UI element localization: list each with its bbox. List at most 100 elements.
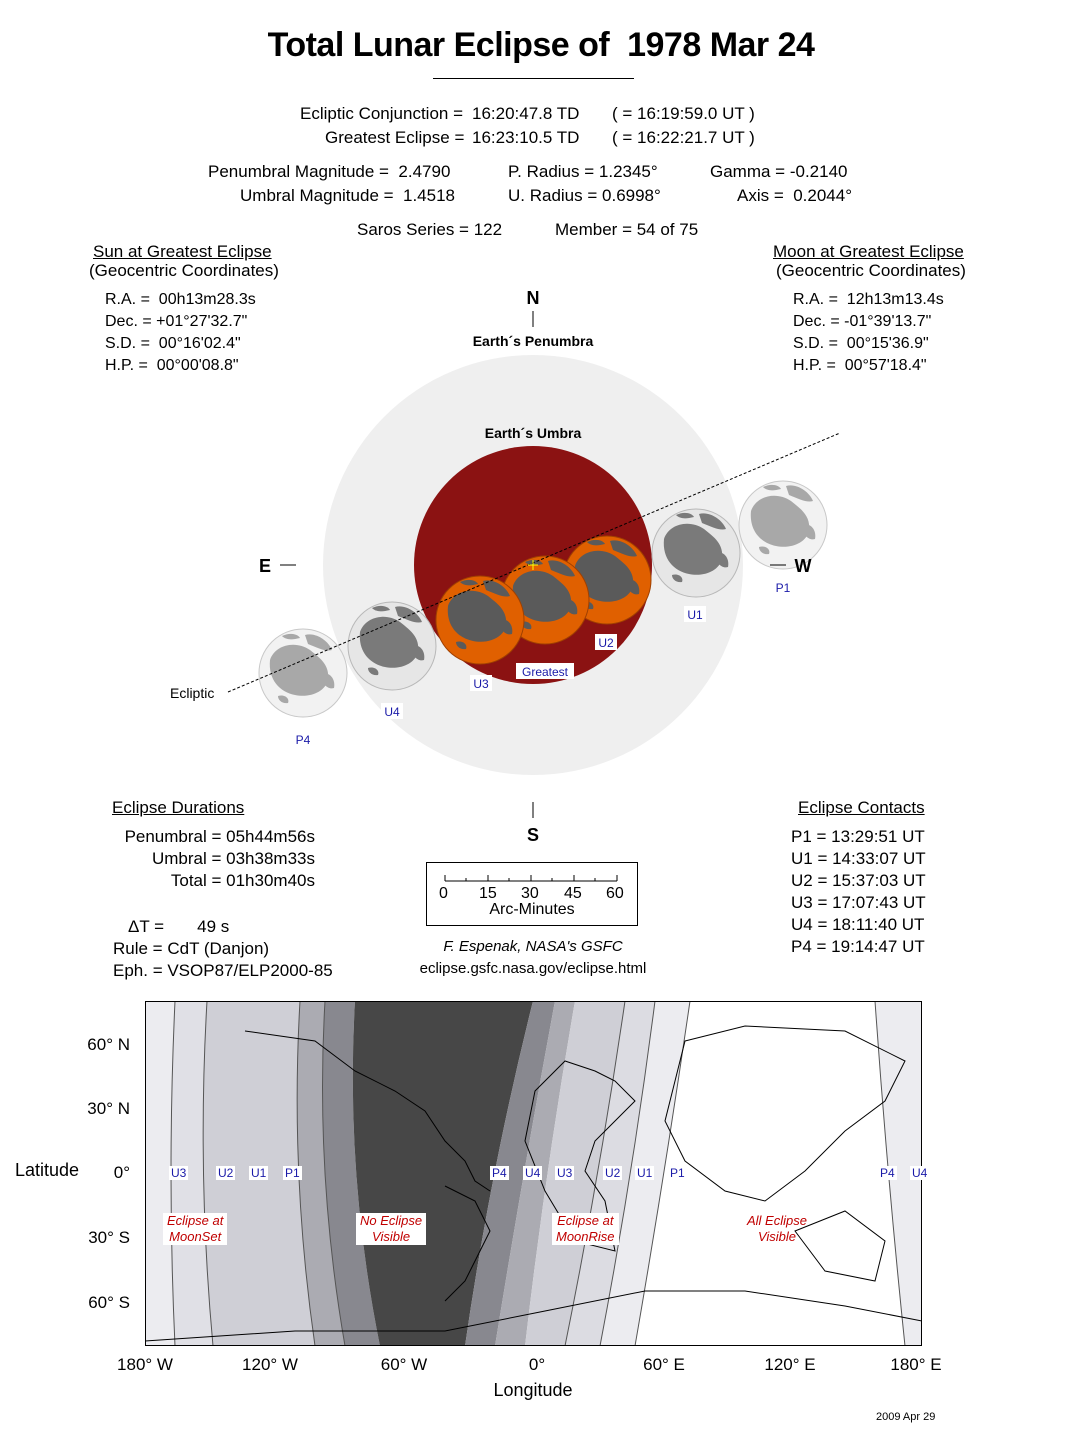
scale-tick-45: 45	[564, 885, 582, 902]
lon-tick-120e: 120° E	[764, 1355, 816, 1374]
umbra-center-cross	[528, 560, 538, 570]
contact-p1: P1 = 13:29:51 UT	[791, 827, 925, 846]
conjunction-ut: ( = 16:19:59.0 UT )	[612, 104, 755, 123]
map-label-u3-e: U3	[555, 1166, 575, 1180]
moon-p1	[738, 480, 828, 570]
penumbral-magnitude: Penumbral Magnitude = 2.4790	[208, 162, 451, 181]
map-label-u4-e: U4	[523, 1166, 543, 1180]
map-band-p4-west	[145, 1001, 175, 1346]
region-moonset: Eclipse at MoonSet	[163, 1213, 228, 1245]
conjunction-label: Ecliptic Conjunction =	[300, 104, 464, 123]
p-radius: P. Radius = 1.2345°	[508, 162, 658, 181]
ecliptic-label: Ecliptic	[170, 685, 214, 701]
lon-tick-180e: 180° E	[890, 1355, 942, 1374]
scale-tick-0: 0	[439, 885, 448, 902]
scale-tick-15: 15	[479, 885, 497, 902]
label-u2: U2	[598, 636, 614, 650]
region-no-eclipse: No Eclipse Visible	[356, 1213, 427, 1245]
map-label-p4-e: P4	[490, 1166, 509, 1180]
lon-tick-60w: 60° W	[380, 1355, 428, 1374]
title-divider	[433, 78, 634, 79]
durations-heading: Eclipse Durations	[112, 798, 245, 817]
west-label: W	[795, 556, 812, 576]
moon-heading: Moon at Greatest Eclipse	[773, 242, 964, 261]
moon-ra: R.A. = 12h13m13.4s	[793, 291, 944, 308]
moon-u3	[435, 575, 525, 665]
moon-subheading: (Geocentric Coordinates)	[776, 261, 966, 280]
map-label-u1-e: U1	[635, 1166, 655, 1180]
duration-penumbral: Penumbral = 05h44m56s	[124, 827, 315, 846]
duration-umbral: Umbral = 03h38m33s	[151, 849, 315, 868]
label-p1: P1	[776, 581, 791, 595]
credit-url[interactable]: eclipse.gsfc.nasa.gov/eclipse.html	[419, 960, 647, 977]
contact-u2: U2 = 15:37:03 UT	[791, 871, 926, 890]
lon-tick-180w: 180° W	[117, 1355, 173, 1374]
u-radius: U. Radius = 0.6998°	[508, 186, 661, 205]
ecliptic-line	[227, 432, 841, 693]
footer-date: 2009 Apr 29	[876, 1411, 936, 1423]
saros-member: Member = 54 of 75	[555, 220, 699, 239]
umbra-label: Earth´s Umbra	[485, 425, 582, 441]
map-label-u2-e: U2	[603, 1166, 623, 1180]
label-u3: U3	[473, 677, 489, 691]
axis: Axis = 0.2044°	[737, 186, 853, 205]
map-label-p4-far: P4	[878, 1166, 897, 1180]
contact-p4: P4 = 19:14:47 UT	[791, 937, 925, 956]
contact-u4: U4 = 18:11:40 UT	[791, 915, 925, 934]
umbral-magnitude: Umbral Magnitude = 1.4518	[240, 186, 455, 205]
greatest-ut: ( = 16:22:21.7 UT )	[612, 128, 755, 147]
moon-hp: H.P. = 00°57'18.4"	[793, 357, 927, 374]
scale-bar	[444, 875, 618, 882]
map-band-p4-east	[875, 1001, 922, 1346]
map-label-u1-w: U1	[249, 1166, 269, 1180]
label-u4: U4	[384, 705, 400, 719]
map-band-u4-u3-west	[171, 1001, 213, 1346]
scale-box: 0 15 30 45 60 Arc-Minutes	[426, 862, 638, 926]
contact-u1: U1 = 14:33:07 UT	[791, 849, 926, 868]
label-p4: P4	[296, 733, 311, 747]
visibility-map	[145, 1001, 922, 1346]
moon-sd: S.D. = 00°15'36.9"	[793, 335, 929, 352]
greatest-td: 16:23:10.5 TD	[472, 128, 580, 147]
map-label-u4-far: U4	[910, 1166, 930, 1180]
eclipse-diagram: N S E W Earth´s Penumbra Earth´s Umbra E…	[170, 288, 841, 845]
map-band-no-eclipse	[352, 1001, 533, 1346]
lon-tick-0: 0°	[528, 1355, 546, 1374]
sun-hp: H.P. = 00°00'08.8"	[105, 357, 239, 374]
page-title: Total Lunar Eclipse of 1978 Mar 24	[267, 26, 815, 64]
gamma: Gamma = -0.2140	[710, 162, 848, 181]
label-u1: U1	[687, 608, 703, 622]
lon-tick-60e: 60° E	[643, 1355, 685, 1374]
east-label: E	[259, 556, 271, 576]
delta-t: ΔT = 49 s	[128, 917, 230, 936]
ephemeris: Eph. = VSOP87/ELP2000-85	[113, 961, 333, 980]
north-label: N	[527, 288, 540, 308]
scale-tick-60: 60	[606, 885, 624, 902]
region-all-eclipse: All Eclipse Visible	[747, 1213, 807, 1244]
region-moonrise: Eclipse at MoonRise	[552, 1213, 619, 1245]
contact-u3: U3 = 17:07:43 UT	[791, 893, 926, 912]
map-label-p1-e: P1	[668, 1166, 687, 1180]
map-label-u3-w: U3	[169, 1166, 189, 1180]
penumbra-label: Earth´s Penumbra	[473, 333, 594, 349]
moon-dec: Dec. = -01°39'13.7"	[793, 313, 932, 330]
lat-tick-30s: 30° S	[88, 1228, 130, 1247]
sun-dec: Dec. = +01°27'32.7"	[105, 313, 248, 330]
map-xlabel: Longitude	[493, 1380, 573, 1400]
greatest-label: Greatest Eclipse =	[325, 128, 465, 147]
map-band-u2-u1	[297, 1001, 345, 1346]
duration-total: Total = 01h30m40s	[170, 871, 315, 890]
map-band-u3-u2-east	[525, 1001, 625, 1346]
map-ylabel: Latitude	[15, 1160, 80, 1180]
conjunction-td: 16:20:47.8 TD	[472, 104, 580, 123]
sun-ra: R.A. = 00h13m28.3s	[105, 291, 256, 308]
lat-tick-30n: 30° N	[87, 1099, 130, 1118]
lon-tick-120w: 120° W	[242, 1355, 298, 1374]
moon-u1	[651, 508, 741, 598]
map-band-p4-u4-east	[465, 1001, 555, 1346]
scale-tick-30: 30	[521, 885, 539, 902]
coastlines	[145, 1025, 922, 1342]
map-label-u2-w: U2	[216, 1166, 236, 1180]
lat-tick-60n: 60° N	[87, 1035, 130, 1054]
label-greatest: Greatest	[522, 665, 569, 679]
